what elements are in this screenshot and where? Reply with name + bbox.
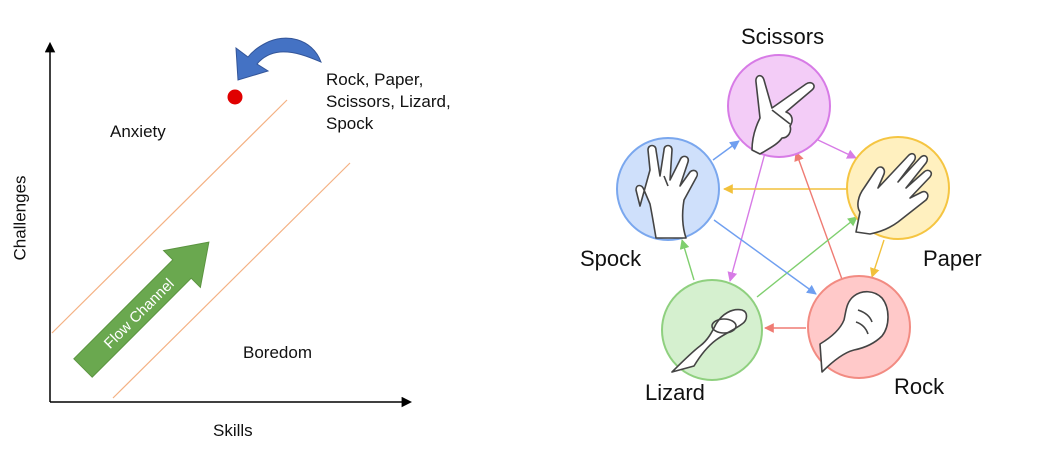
- channel-upper-line: [51, 99, 288, 334]
- game-note-line: Scissors, Lizard,: [326, 92, 451, 111]
- arrow-spock-rock: [713, 219, 817, 295]
- boredom-label: Boredom: [243, 343, 312, 362]
- node-lizard: [661, 279, 763, 381]
- paper-hand-icon: [855, 153, 933, 235]
- game-note-line: Spock: [326, 114, 374, 133]
- label-paper: Paper: [923, 246, 982, 271]
- flow-channel-label: Flow Channel: [101, 275, 178, 352]
- arrow-scissors-lizard: [727, 152, 766, 282]
- label-spock: Spock: [580, 246, 642, 271]
- arrow-lizard-spock: [679, 239, 695, 281]
- flow-channel-arrow: Flow Channel: [73, 241, 210, 378]
- node-spock: [616, 137, 720, 241]
- node-rock: [807, 275, 911, 379]
- y-axis-label: Challenges: [10, 175, 30, 261]
- spock-hand-icon: [635, 144, 699, 239]
- lizard-hand-icon: [671, 308, 748, 373]
- rock-hand-icon: [819, 290, 889, 373]
- arrow-spock-scissors: [712, 140, 740, 161]
- node-paper: [846, 136, 950, 240]
- arrow-rock-scissors: [794, 151, 844, 283]
- label-lizard: Lizard: [645, 380, 705, 405]
- channel-lower-line: [112, 162, 351, 399]
- rpsls-diagram: [616, 54, 950, 381]
- arrow-scissors-paper: [817, 139, 857, 159]
- label-scissors: Scissors: [741, 24, 825, 49]
- arrow-paper-rock: [870, 239, 885, 278]
- scissors-hand-icon: [751, 74, 815, 155]
- label-rock: Rock: [894, 374, 945, 399]
- flow-channel-diagram: Flow Channel: [44, 37, 413, 408]
- node-scissors: [727, 54, 831, 158]
- game-note: Rock, Paper, Scissors, Lizard, Spock: [326, 69, 486, 135]
- curved-arrow-icon: [235, 37, 322, 81]
- x-axis-label: Skills: [213, 421, 253, 440]
- arrow-lizard-paper: [756, 216, 858, 298]
- anxiety-label: Anxiety: [110, 122, 166, 141]
- current-position-marker: [227, 89, 243, 105]
- game-note-line: Rock, Paper,: [326, 70, 424, 89]
